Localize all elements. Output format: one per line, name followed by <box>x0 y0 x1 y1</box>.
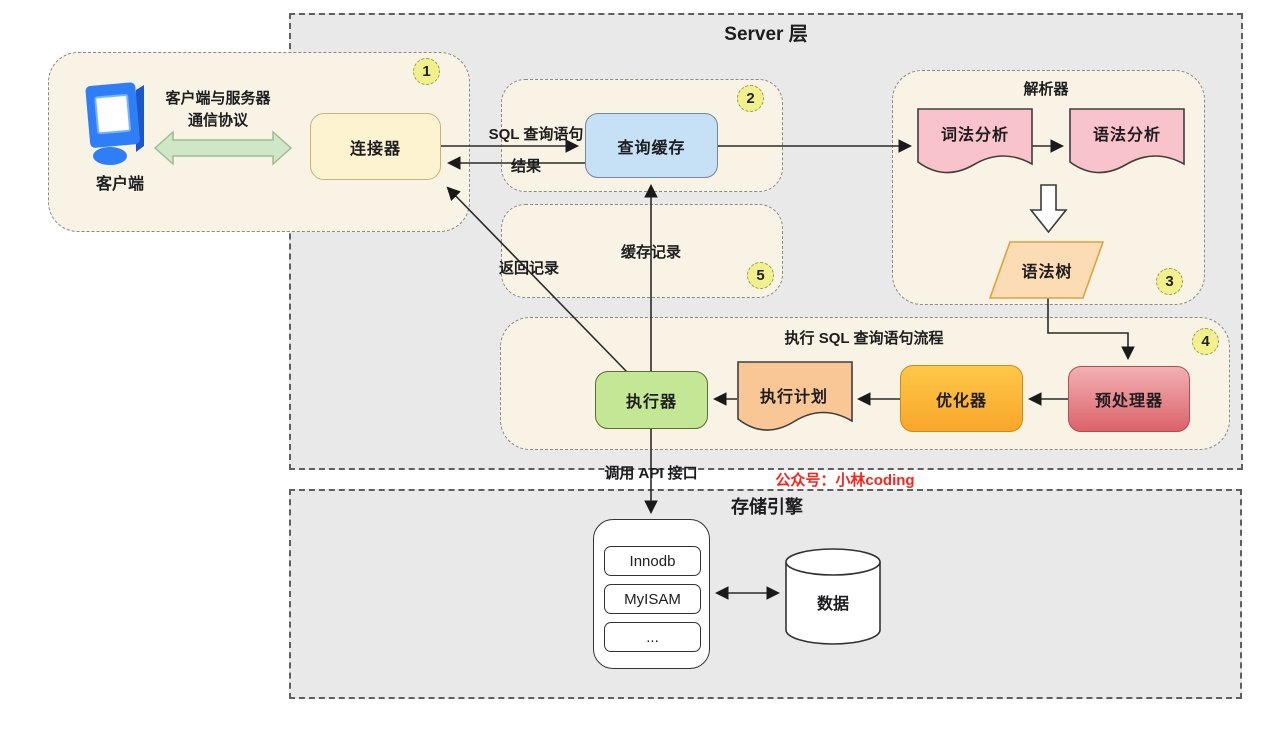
server-layer-title: Server 层 <box>724 24 808 45</box>
badge-step-5: 5 <box>747 262 774 289</box>
lexical-label: 词法分析 <box>940 127 1009 144</box>
client-protocol-text: 客户端与服务器 通信协议 <box>138 88 298 132</box>
return-record-label: 返回记录 <box>498 260 559 277</box>
cache-record-label: 缓存记录 <box>620 244 681 261</box>
syntax-tree-shape <box>989 241 1104 299</box>
preprocessor-node: 预处理器 <box>1068 366 1190 432</box>
data-cylinder-icon <box>785 548 881 645</box>
parser-title: 解析器 <box>1023 81 1069 98</box>
engine-myisam: MyISAM <box>604 584 701 614</box>
call-api-label: 调用 API 接口 <box>604 465 698 482</box>
edge-return-record <box>446 186 628 373</box>
communication-double-arrow-icon <box>153 130 293 166</box>
engine-others: ... <box>604 622 701 652</box>
watermark-text: 公众号：小林coding <box>775 472 915 489</box>
result-label: 结果 <box>510 158 541 175</box>
data-label: 数据 <box>816 596 849 613</box>
executor-node: 执行器 <box>595 371 708 429</box>
storage-layer-title: 存储引擎 <box>731 497 803 517</box>
storage-engine-panel: Innodb MyISAM ... <box>593 519 710 669</box>
query-cache-node: 查询缓存 <box>585 113 718 178</box>
syntax-label: 语法分析 <box>1092 127 1161 144</box>
badge-step-4: 4 <box>1192 328 1219 355</box>
parser-down-arrow-icon <box>1029 184 1068 234</box>
engine-innodb: Innodb <box>604 546 701 576</box>
syntax-doc-shape <box>1069 108 1185 174</box>
client-protocol-line2: 通信协议 <box>187 112 248 129</box>
edge-tree-to-preprocessor <box>1047 298 1135 361</box>
exec-flow-title: 执行 SQL 查询语句流程 <box>784 330 944 347</box>
client-protocol-line1: 客户端与服务器 <box>165 90 271 107</box>
lexical-doc-shape <box>917 108 1033 174</box>
syntax-tree-label: 语法树 <box>1021 264 1073 281</box>
exec-plan-doc-shape <box>737 361 853 431</box>
badge-step-3: 3 <box>1156 268 1183 295</box>
exec-plan-label: 执行计划 <box>759 389 828 406</box>
client-monitor-icon <box>85 82 144 165</box>
optimizer-node: 优化器 <box>900 365 1023 432</box>
connector-node: 连接器 <box>310 113 441 180</box>
badge-step-1: 1 <box>413 58 440 85</box>
client-label: 客户端 <box>95 176 144 193</box>
sql-query-label: SQL 查询语句 <box>488 126 584 143</box>
cache-record-region <box>501 204 783 298</box>
badge-step-2: 2 <box>737 85 764 112</box>
